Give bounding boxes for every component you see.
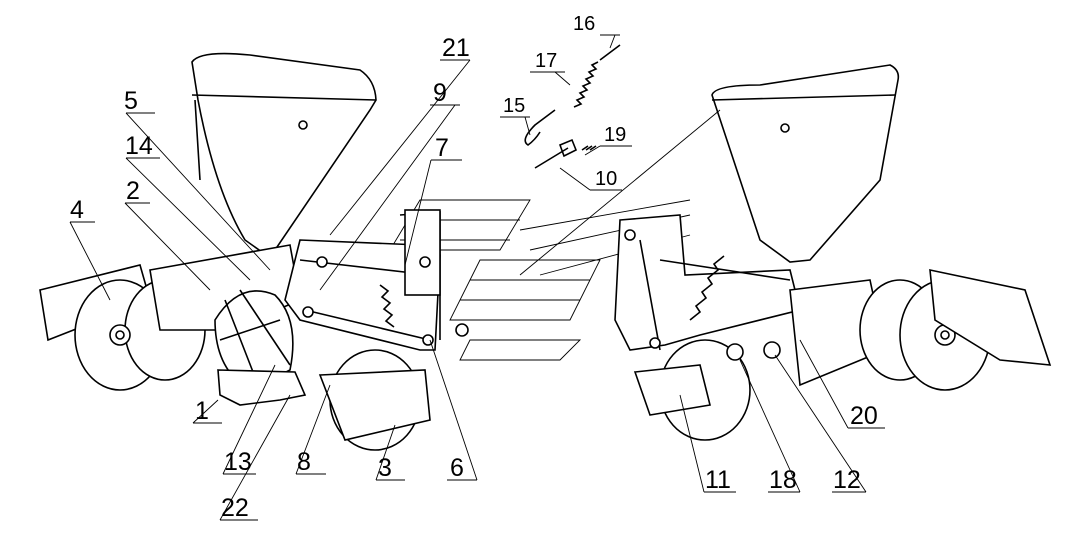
label-13: 13 — [224, 448, 252, 476]
label-14: 14 — [125, 132, 153, 160]
label-20: 20 — [850, 402, 878, 430]
label-12: 12 — [833, 466, 861, 494]
label-17: 17 — [535, 50, 557, 72]
label-16: 16 — [573, 13, 595, 35]
right-spring — [689, 255, 725, 321]
leader-lines — [69, 34, 885, 521]
left-seeder-unit — [39, 52, 469, 451]
right-frame — [614, 214, 801, 351]
right-drag-arm — [929, 268, 1052, 366]
label-11: 11 — [705, 466, 731, 494]
label-5: 5 — [124, 87, 138, 115]
label-19: 19 — [604, 124, 626, 146]
label-3: 3 — [378, 454, 392, 482]
label-8: 8 — [297, 448, 311, 476]
left-spring — [379, 284, 395, 328]
part-labels: 21 9 5 14 7 2 4 1 13 22 8 3 6 11 18 12 2… — [70, 13, 878, 522]
label-7: 7 — [435, 134, 449, 162]
right-hopper — [711, 64, 900, 263]
label-4: 4 — [70, 196, 84, 224]
label-22: 22 — [221, 494, 249, 522]
label-15: 15 — [503, 95, 525, 117]
label-10: 10 — [595, 168, 617, 190]
left-shoe — [217, 369, 307, 406]
left-seed-disc — [214, 290, 294, 391]
label-18: 18 — [769, 466, 797, 494]
label-1: 1 — [195, 397, 209, 425]
label-21: 21 — [442, 34, 470, 62]
label-9: 9 — [433, 79, 447, 107]
left-hopper — [191, 52, 377, 253]
label-6: 6 — [450, 454, 464, 482]
spring-detail — [524, 44, 621, 169]
right-seeder-unit — [614, 64, 1052, 441]
label-2: 2 — [126, 177, 140, 205]
